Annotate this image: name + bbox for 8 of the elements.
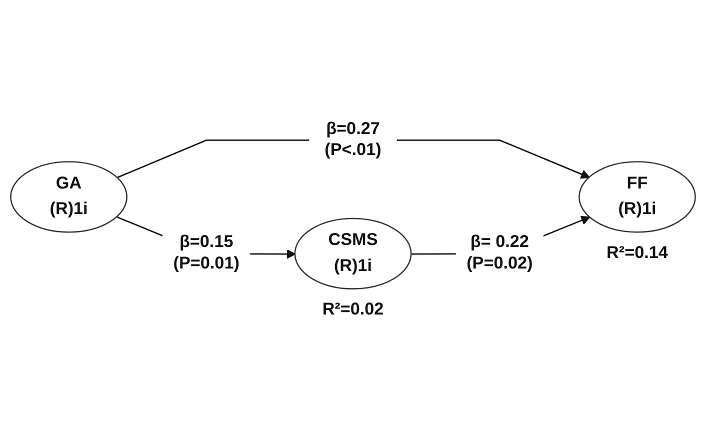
edge-label: β= 0.22 (P=0.02) — [466, 233, 533, 273]
node-annotation: R²=0.02 — [322, 300, 384, 319]
node-ellipse: GA (R)1i — [10, 161, 128, 233]
node-annotation: R²=0.14 — [606, 242, 668, 262]
edge-label: β=0.15 (P=0.01) — [173, 233, 240, 273]
node-ellipse: CSMS (R)1i — [294, 218, 412, 290]
node-ellipse: FF (R)1i — [578, 161, 696, 233]
edge-label: β=0.27 (P<.01) — [324, 120, 382, 160]
